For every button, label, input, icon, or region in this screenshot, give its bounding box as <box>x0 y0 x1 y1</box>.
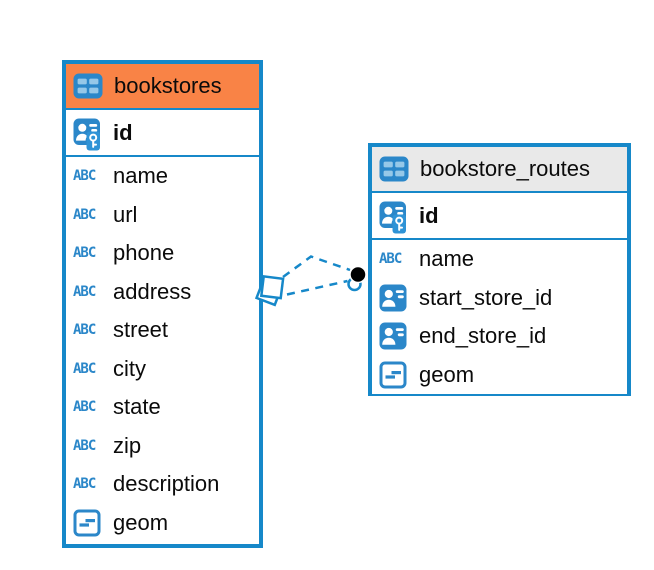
column-name: geom <box>113 509 169 535</box>
table-title: bookstores <box>114 73 222 98</box>
table-title: bookstore_routes <box>420 156 590 181</box>
geometry-icon <box>73 509 105 537</box>
column-name: address <box>113 278 192 304</box>
column-row[interactable]: geom <box>372 355 627 394</box>
relationship-line-2[interactable] <box>286 279 348 296</box>
relationship-target-handle[interactable] <box>347 265 367 292</box>
column-row[interactable]: start_store_id <box>372 278 627 317</box>
column-name: end_store_id <box>419 323 547 349</box>
column-row[interactable]: ABC zip <box>66 426 259 465</box>
column-name: url <box>113 201 138 227</box>
column-name: name <box>113 163 169 189</box>
column-list: ABC name ABC url ABC phone ABC address <box>66 157 259 542</box>
table-bookstore-routes[interactable]: bookstore_routes id ABC <box>368 143 631 396</box>
column-row[interactable]: ABC name <box>66 157 259 196</box>
table-icon <box>73 73 105 99</box>
table-icon <box>379 156 411 182</box>
text-icon: ABC <box>73 322 96 339</box>
text-icon: ABC <box>73 168 96 185</box>
column-row[interactable]: ABC url <box>66 195 259 234</box>
geometry-icon <box>379 361 411 389</box>
column-row[interactable]: geom <box>66 503 259 542</box>
table-header[interactable]: bookstores <box>66 64 259 110</box>
text-icon: ABC <box>73 206 96 223</box>
text-icon: ABC <box>73 283 96 300</box>
table-header[interactable]: bookstore_routes <box>372 147 627 193</box>
column-name: start_store_id <box>419 284 553 310</box>
column-list: ABC name start_store_id end_store_id geo… <box>372 240 627 394</box>
column-name: geom <box>419 361 475 387</box>
text-icon: ABC <box>73 245 96 262</box>
column-row[interactable]: ABC state <box>66 388 259 427</box>
column-name: id <box>419 202 439 228</box>
text-icon: ABC <box>73 399 96 416</box>
column-name: name <box>419 246 475 272</box>
column-name: city <box>113 355 146 381</box>
table-bookstores[interactable]: bookstores id ABC <box>62 60 263 548</box>
column-name: state <box>113 394 161 420</box>
column-name: description <box>113 471 220 497</box>
column-row[interactable]: ABC address <box>66 272 259 311</box>
source-handle-front-square <box>259 275 285 300</box>
primary-key-icon <box>73 114 105 151</box>
target-handle-dot <box>349 265 367 284</box>
column-row-primary-key[interactable]: id <box>372 193 627 240</box>
column-row[interactable]: ABC street <box>66 311 259 350</box>
foreign-key-icon <box>379 284 411 312</box>
primary-key-icon <box>379 197 411 234</box>
column-name: zip <box>113 432 142 458</box>
column-row[interactable]: end_store_id <box>372 317 627 356</box>
text-icon: ABC <box>73 437 96 454</box>
column-name: phone <box>113 240 175 266</box>
foreign-key-icon <box>379 322 411 350</box>
column-row[interactable]: ABC phone <box>66 234 259 273</box>
relationship-source-handle[interactable] <box>254 275 285 307</box>
text-icon: ABC <box>73 476 96 493</box>
column-row[interactable]: ABC city <box>66 349 259 388</box>
column-row[interactable]: ABC description <box>66 465 259 504</box>
text-icon: ABC <box>379 251 402 268</box>
column-name: id <box>113 119 133 145</box>
column-row[interactable]: ABC name <box>372 240 627 279</box>
column-row-primary-key[interactable]: id <box>66 110 259 157</box>
text-icon: ABC <box>73 360 96 377</box>
relationship-line-1[interactable] <box>282 255 351 279</box>
column-name: street <box>113 317 169 343</box>
